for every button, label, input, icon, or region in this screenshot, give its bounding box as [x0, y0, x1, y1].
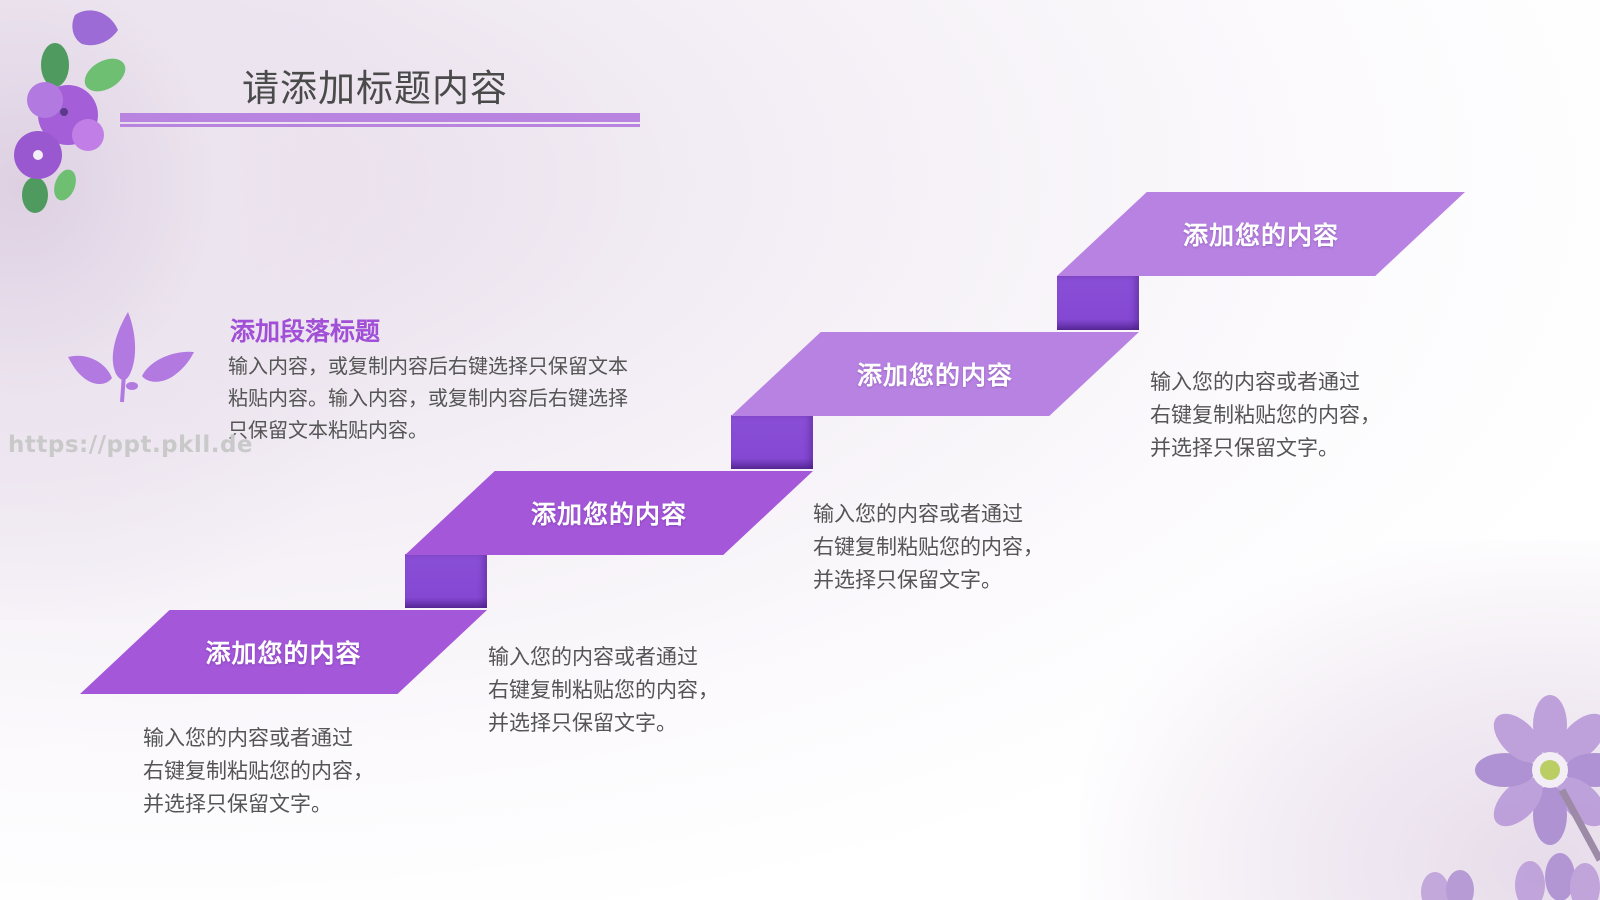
step-2-label: 添加您的内容	[530, 500, 687, 529]
step-connector	[1057, 276, 1139, 330]
step-4-ribbon[interactable]: 添加您的内容	[1057, 192, 1465, 276]
step-3-label: 添加您的内容	[856, 361, 1013, 390]
leaf-icon	[68, 312, 194, 403]
step-connector	[731, 415, 813, 469]
desc-line: 右键复制粘贴您的内容，	[143, 759, 374, 783]
step-connector	[405, 554, 487, 608]
desc-line: 输入您的内容或者通过	[1150, 370, 1360, 394]
step-4-description: 输入您的内容或者通过 右键复制粘贴您的内容， 并选择只保留文字。	[1150, 366, 1410, 465]
paragraph-line: 粘贴内容。输入内容，或复制内容后右键选择	[228, 386, 628, 410]
desc-line: 输入您的内容或者通过	[143, 726, 353, 750]
desc-line: 并选择只保留文字。	[143, 792, 332, 816]
flower-decoration-icon	[14, 10, 126, 213]
page-title: 请添加标题内容	[242, 67, 508, 110]
title-underline-thin	[120, 124, 640, 127]
paragraph-body: 输入内容，或复制内容后右键选择只保留文本 粘贴内容。输入内容，或复制内容后右键选…	[228, 350, 668, 446]
step-1-label: 添加您的内容	[205, 639, 362, 668]
paragraph-line: 只保留文本粘贴内容。	[228, 418, 428, 442]
step-4-label: 添加您的内容	[1182, 221, 1339, 250]
step-3-ribbon[interactable]: 添加您的内容	[731, 332, 1139, 416]
step-1-description: 输入您的内容或者通过 右键复制粘贴您的内容， 并选择只保留文字。	[143, 722, 403, 821]
desc-line: 并选择只保留文字。	[813, 568, 1002, 592]
paragraph-heading: 添加段落标题	[230, 317, 381, 346]
anemone-flower-icon	[1421, 695, 1600, 900]
step-3-description: 输入您的内容或者通过 右键复制粘贴您的内容， 并选择只保留文字。	[813, 498, 1073, 597]
watermark: https://ppt.pkll.de	[8, 432, 254, 458]
title-underline	[120, 113, 640, 122]
desc-line: 输入您的内容或者通过	[488, 645, 698, 669]
desc-line: 并选择只保留文字。	[488, 711, 677, 735]
desc-line: 右键复制粘贴您的内容，	[1150, 403, 1381, 427]
desc-line: 并选择只保留文字。	[1150, 436, 1339, 460]
step-1-ribbon[interactable]: 添加您的内容	[80, 610, 487, 694]
desc-line: 输入您的内容或者通过	[813, 502, 1023, 526]
step-2-ribbon[interactable]: 添加您的内容	[405, 471, 813, 555]
step-2-description: 输入您的内容或者通过 右键复制粘贴您的内容， 并选择只保留文字。	[488, 641, 748, 740]
paragraph-line: 输入内容，或复制内容后右键选择只保留文本	[228, 354, 628, 378]
desc-line: 右键复制粘贴您的内容，	[488, 678, 719, 702]
desc-line: 右键复制粘贴您的内容，	[813, 535, 1044, 559]
